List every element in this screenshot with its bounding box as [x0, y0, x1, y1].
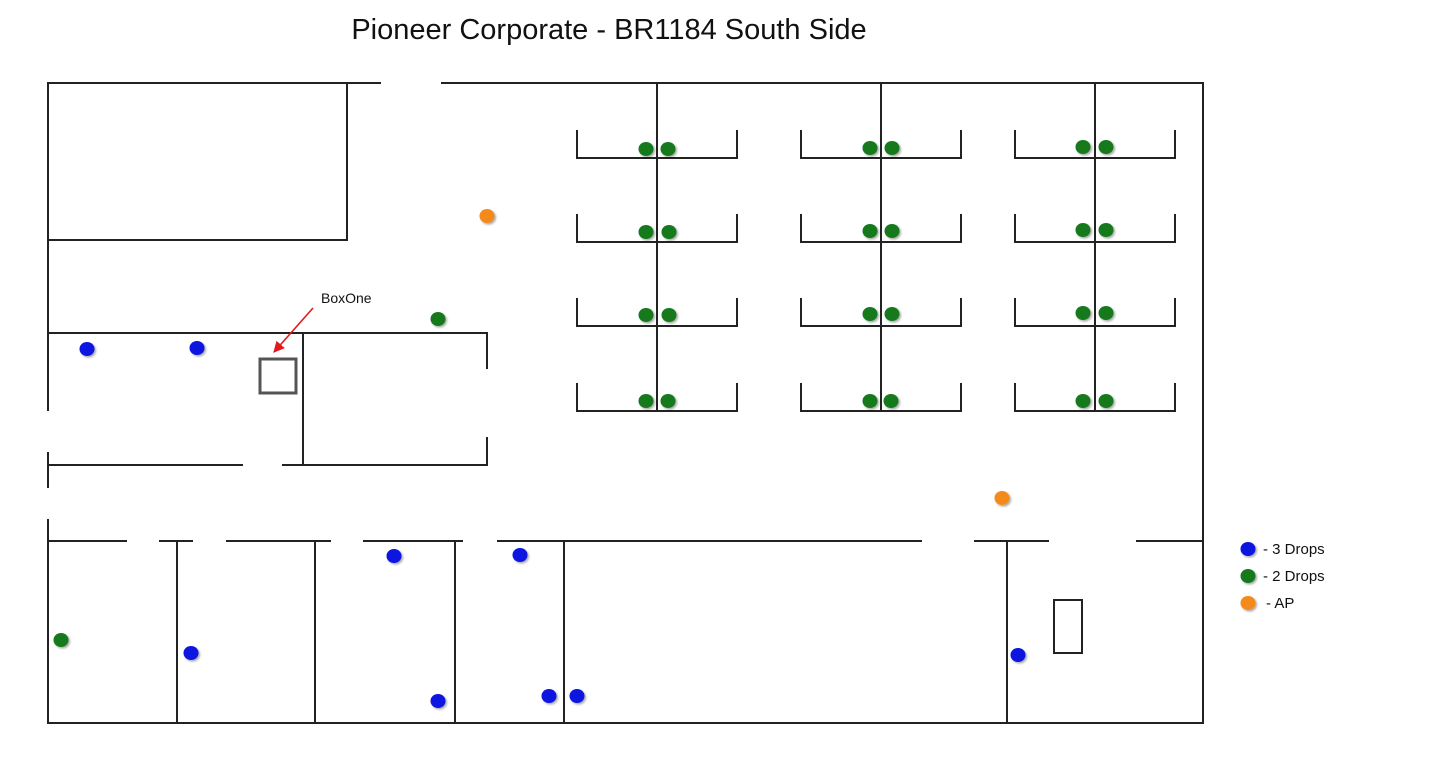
ap-marker: [479, 209, 495, 223]
walls: [47, 82, 1204, 724]
three-drop-marker: [512, 548, 528, 562]
ap-marker-swatch: [1240, 596, 1256, 610]
legend-label: - AP: [1266, 595, 1294, 612]
two-drop-marker: [862, 141, 878, 155]
drops: [53, 140, 1114, 708]
two-drop-marker-swatch: [1240, 569, 1256, 583]
two-drop-marker: [1098, 223, 1114, 237]
two-drop-marker: [660, 394, 676, 408]
cubicle-pod: [800, 383, 962, 412]
two-drop-marker: [638, 308, 654, 322]
legend-label: - 3 Drops: [1263, 541, 1325, 558]
legend-item: - AP: [1240, 595, 1294, 612]
callout-label: BoxOne: [321, 290, 372, 306]
three-drop-marker: [569, 689, 585, 703]
two-drop-marker: [862, 224, 878, 238]
two-drop-marker: [862, 394, 878, 408]
floorplan-title: Pioneer Corporate - BR1184 South Side: [351, 14, 867, 46]
three-drop-marker-swatch: [1240, 542, 1256, 556]
three-drop-marker: [430, 694, 446, 708]
two-drop-marker: [661, 308, 677, 322]
cubicle-pod: [800, 130, 962, 159]
boxone-rack: [258, 357, 298, 395]
cubicle-pod: [1014, 383, 1176, 412]
two-drop-marker: [1098, 394, 1114, 408]
legend-item: - 2 Drops: [1240, 568, 1325, 585]
two-drop-marker: [660, 142, 676, 156]
furniture: [258, 357, 1083, 654]
two-drop-marker: [884, 224, 900, 238]
two-drop-marker: [638, 142, 654, 156]
cubicle-pod: [576, 130, 738, 159]
two-drop-marker: [638, 394, 654, 408]
two-drop-marker: [1098, 306, 1114, 320]
two-drop-marker: [661, 225, 677, 239]
legend: - 3 Drops - 2 Drops - AP: [1240, 541, 1325, 612]
callout-arrow: [273, 307, 314, 353]
legend-label: - 2 Drops: [1263, 568, 1325, 585]
three-drop-marker: [189, 341, 205, 355]
two-drop-marker: [884, 141, 900, 155]
cubicle-pod: [800, 298, 962, 327]
three-drop-marker: [386, 549, 402, 563]
two-drop-marker: [862, 307, 878, 321]
two-drop-marker: [1075, 223, 1091, 237]
two-drop-marker: [883, 394, 899, 408]
equipment-box: [1053, 599, 1083, 654]
three-drop-marker: [541, 689, 557, 703]
cubicle-pod: [1014, 214, 1176, 243]
cubicle-pod: [576, 214, 738, 243]
two-drop-marker: [884, 307, 900, 321]
two-drop-marker: [638, 225, 654, 239]
cubicle-pod: [576, 298, 738, 327]
two-drop-marker: [1075, 306, 1091, 320]
two-drop-marker: [1098, 140, 1114, 154]
two-drop-marker: [1075, 140, 1091, 154]
cubicle-pod: [576, 383, 738, 412]
cubicle-pod: [800, 214, 962, 243]
boxone-callout: BoxOne: [273, 290, 372, 353]
ap-marker: [994, 491, 1010, 505]
cubicle-pod: [1014, 130, 1176, 159]
cubicles: [576, 82, 1176, 412]
two-drop-marker: [53, 633, 69, 647]
two-drop-marker: [430, 312, 446, 326]
three-drop-marker: [183, 646, 199, 660]
legend-item: - 3 Drops: [1240, 541, 1325, 558]
three-drop-marker: [1010, 648, 1026, 662]
cubicle-pod: [1014, 298, 1176, 327]
three-drop-marker: [79, 342, 95, 356]
two-drop-marker: [1075, 394, 1091, 408]
